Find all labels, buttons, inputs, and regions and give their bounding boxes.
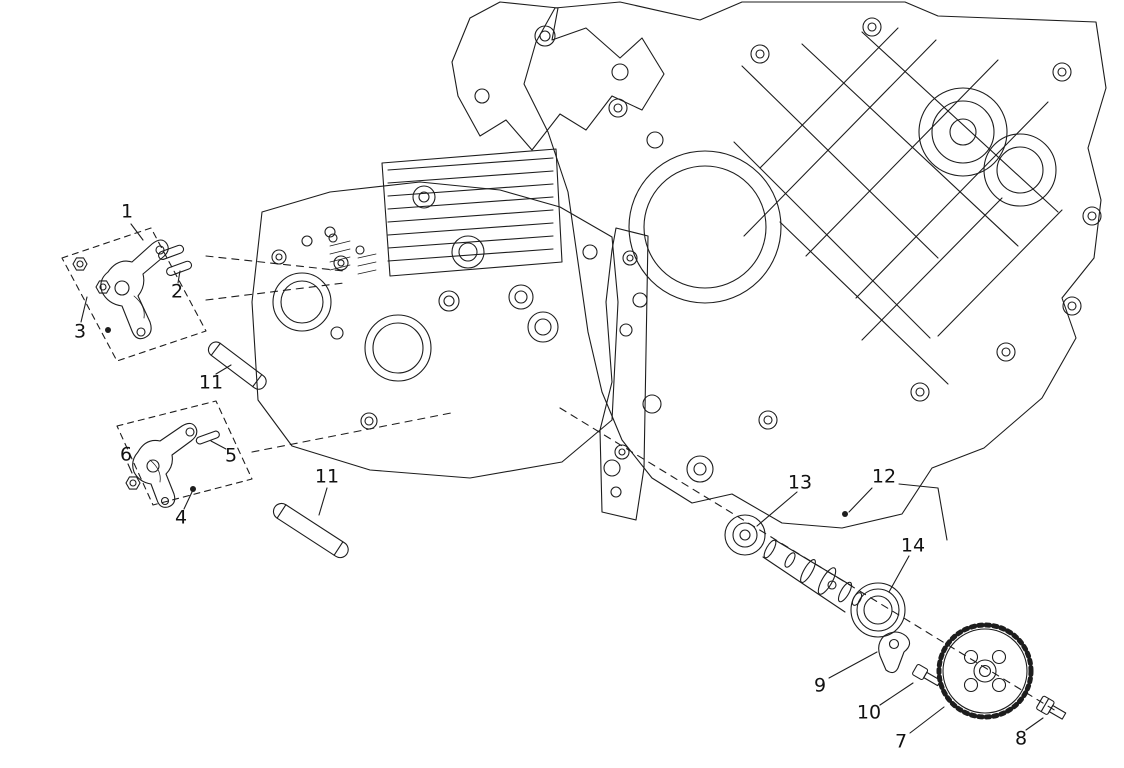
cam-chain-bracket [599, 227, 649, 521]
leader-lines [80, 223, 1044, 734]
assembly-axis-lines [205, 255, 1057, 712]
part-callout-10: 10 [856, 701, 882, 724]
reference-dots [105, 327, 848, 517]
part-callout-7: 7 [894, 730, 908, 753]
cam-bearing [724, 514, 766, 556]
part-callout-11b: 11 [314, 465, 340, 488]
part-callout-5: 5 [224, 444, 238, 467]
rocker-shaft-upper [207, 341, 267, 390]
rocker-nuts [72, 257, 111, 294]
part-callout-11a: 11 [198, 371, 224, 394]
decompression-lever [878, 631, 911, 674]
crankcase-ribs [733, 27, 1063, 385]
cam-sprocket [936, 622, 1034, 720]
part-callout-2: 2 [170, 280, 184, 303]
rocker-stud-lower [195, 430, 220, 445]
rocker-studs [158, 244, 193, 276]
part-callout-6: 6 [119, 443, 133, 466]
cooling-fins [381, 148, 563, 277]
rocker-nut-lower [125, 476, 141, 490]
part-callout-8: 8 [1014, 727, 1028, 750]
part-callout-3: 3 [73, 320, 87, 343]
part-callout-4: 4 [174, 506, 188, 529]
crankcase-outline [451, 1, 1107, 529]
rocker-assembly-lower [125, 422, 220, 508]
assembly-boxes [61, 227, 253, 506]
rocker-assembly-upper [72, 239, 193, 340]
part-callout-1: 1 [120, 200, 134, 223]
part-callout-9: 9 [813, 674, 827, 697]
part-callout-12: 12 [871, 465, 897, 488]
rocker-shaft-lower [272, 502, 349, 559]
part-callout-13: 13 [787, 471, 813, 494]
cam-bearing-ring [850, 582, 906, 638]
part-callout-14: 14 [900, 534, 926, 557]
cylinder-head [251, 181, 619, 479]
